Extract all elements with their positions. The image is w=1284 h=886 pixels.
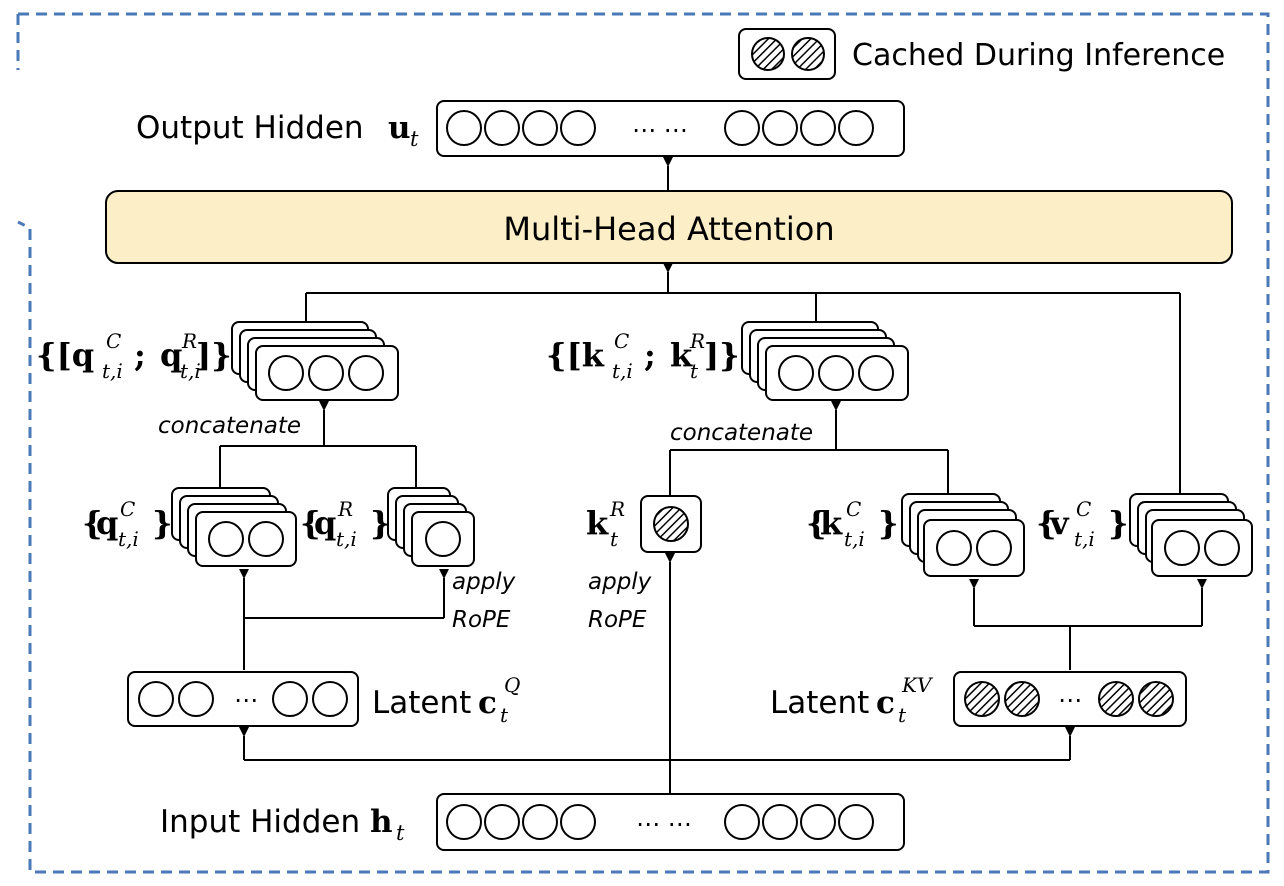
svg-text:C: C xyxy=(846,497,861,521)
rope-left-line1: apply xyxy=(452,569,516,595)
svg-text:KV: KV xyxy=(901,673,934,697)
svg-text:C: C xyxy=(120,497,135,521)
svg-text:}: } xyxy=(878,504,899,542)
dashed-frame xyxy=(17,12,1270,874)
latent-kv-ellipsis: ⋯ xyxy=(1058,686,1082,714)
svg-text:q: q xyxy=(314,504,336,542)
multi-head-attention-block: Multi-Head Attention xyxy=(105,190,1233,264)
key-concat-label: {[k C t,i ; k R t ]} xyxy=(546,329,740,383)
svg-text:c: c xyxy=(478,685,497,721)
latent-kv: Latent c KV t ⋯ xyxy=(770,671,1187,727)
svg-text:{[q: {[q xyxy=(36,336,94,374)
input-label: Input Hidden xyxy=(160,804,360,840)
legend: Cached During Inference xyxy=(738,28,1225,80)
svg-text:{: { xyxy=(82,504,103,542)
cached-circle-icon xyxy=(653,506,689,542)
attention-label: Multi-Head Attention xyxy=(503,210,834,248)
svg-text:t: t xyxy=(500,703,509,727)
svg-text:C: C xyxy=(1076,497,1091,521)
cached-circle-icon xyxy=(1138,681,1174,717)
svg-text:{: { xyxy=(300,504,321,542)
svg-text:t,i: t,i xyxy=(180,359,201,383)
k-r-label: k R t xyxy=(586,497,625,551)
q-c-stack xyxy=(171,487,297,567)
svg-text:R: R xyxy=(609,497,625,521)
latent-q-ellipsis: ⋯ xyxy=(234,686,258,714)
cached-circle-icon xyxy=(964,681,1000,717)
svg-text:{: { xyxy=(806,504,827,542)
svg-text:Q: Q xyxy=(504,673,520,697)
cached-circle-icon xyxy=(1004,681,1040,717)
svg-text:k: k xyxy=(586,504,609,542)
svg-text:C: C xyxy=(106,329,121,353)
svg-text:t: t xyxy=(898,703,907,727)
q-r-label: { q R t,i } xyxy=(300,497,391,551)
rope-mid-line2: RoPE xyxy=(588,607,647,633)
svg-text:t,i: t,i xyxy=(844,527,865,551)
k-r-box xyxy=(640,495,702,553)
concatenate-label-right: concatenate xyxy=(670,420,813,446)
latent-kv-label: Latent xyxy=(770,685,869,721)
svg-text:R: R xyxy=(689,329,705,353)
output-ellipsis: ⋯ ⋯ xyxy=(632,116,688,144)
svg-text:}: } xyxy=(1108,504,1129,542)
output-subscript: t xyxy=(410,127,419,151)
svg-text:t,i: t,i xyxy=(336,527,357,551)
svg-text:]}: ]} xyxy=(196,336,232,374)
key-concat-stack xyxy=(741,321,909,401)
v-c-label: { v C t,i } xyxy=(1036,497,1129,551)
svg-text:]}: ]} xyxy=(704,336,740,374)
svg-text:c: c xyxy=(876,685,895,721)
svg-text:t: t xyxy=(610,527,619,551)
svg-text:t,i: t,i xyxy=(612,359,633,383)
output-hidden: Output Hidden u t ⋯ ⋯ xyxy=(136,100,905,157)
q-c-label: { q C t,i } xyxy=(82,497,173,551)
cached-circle-icon xyxy=(791,37,825,71)
input-hidden: Input Hidden h t ⋯ ⋯ xyxy=(160,793,905,851)
svg-text:}: } xyxy=(370,504,391,542)
input-subscript: t xyxy=(396,821,405,845)
svg-text:t,i: t,i xyxy=(118,527,139,551)
query-concat-stack xyxy=(231,321,399,401)
rope-left-line2: RoPE xyxy=(452,607,511,633)
query-concat-label: {[q C t,i ; q R t,i ]} xyxy=(36,329,232,383)
cached-circle-icon xyxy=(1098,681,1134,717)
svg-text:;: ; xyxy=(134,336,146,374)
svg-text:q: q xyxy=(160,336,182,374)
svg-text:{[k: {[k xyxy=(546,336,605,374)
legend-label: Cached During Inference xyxy=(852,38,1225,73)
svg-text:k: k xyxy=(820,504,843,542)
svg-text:v: v xyxy=(1049,504,1070,542)
svg-text:;: ; xyxy=(644,336,656,374)
svg-text:R: R xyxy=(337,497,353,521)
svg-text:{: { xyxy=(1036,504,1057,542)
rope-mid-line1: apply xyxy=(588,569,652,595)
input-symbol: h xyxy=(370,804,393,840)
svg-text:k: k xyxy=(670,336,693,374)
latent-q: ⋯ Latent c Q t xyxy=(127,671,520,727)
v-c-stack xyxy=(1129,493,1253,577)
input-ellipsis: ⋯ ⋯ xyxy=(636,810,692,838)
k-c-stack xyxy=(901,493,1025,577)
output-label: Output Hidden xyxy=(136,110,364,146)
svg-text:t,i: t,i xyxy=(1074,527,1095,551)
svg-text:}: } xyxy=(152,504,173,542)
svg-text:R: R xyxy=(181,329,197,353)
q-r-stack xyxy=(387,487,475,567)
svg-text:q: q xyxy=(96,504,118,542)
svg-text:t: t xyxy=(690,359,699,383)
cached-circle-icon xyxy=(751,37,785,71)
output-symbol: u xyxy=(388,110,411,146)
svg-text:t,i: t,i xyxy=(102,359,123,383)
latent-q-label: Latent xyxy=(372,685,471,721)
k-c-label: { k C t,i } xyxy=(806,497,899,551)
svg-text:C: C xyxy=(614,329,629,353)
concatenate-label-left: concatenate xyxy=(158,413,301,439)
